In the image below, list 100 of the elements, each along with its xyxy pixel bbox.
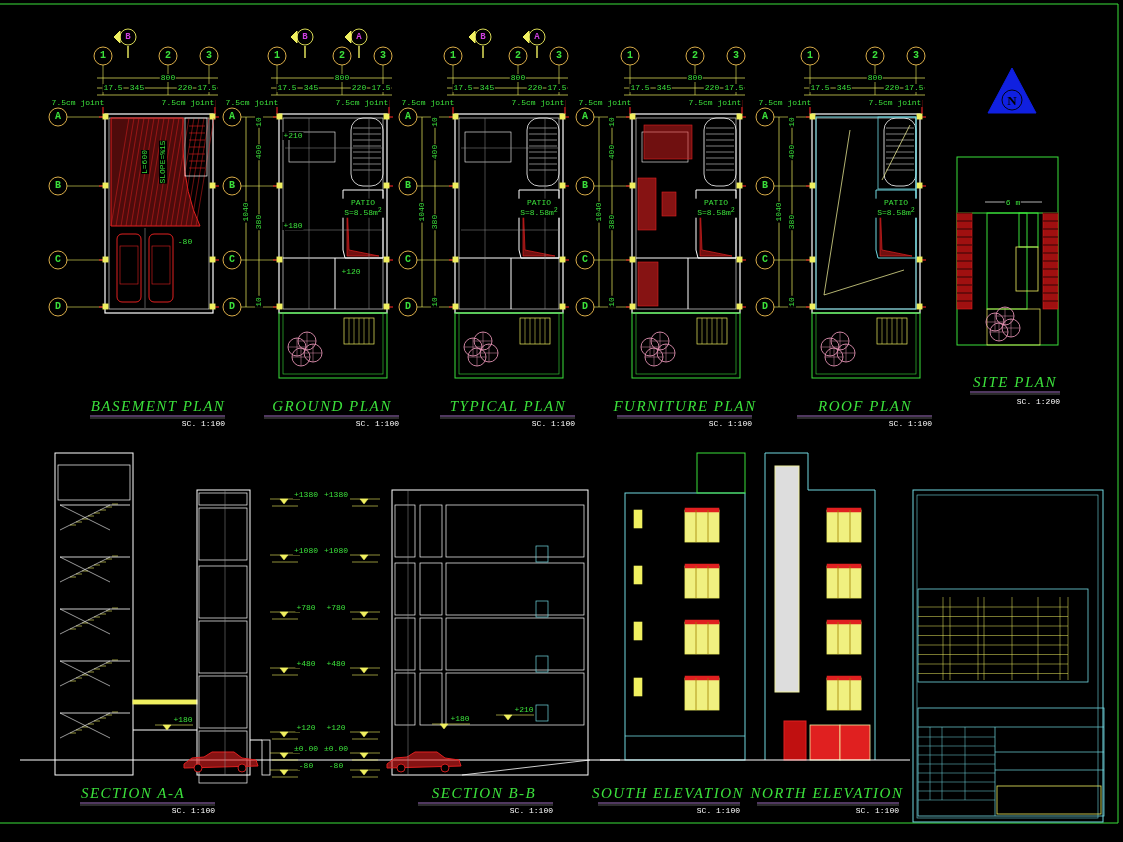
level-mark-text: +120	[295, 724, 317, 732]
view-title: ROOF PLAN	[818, 399, 912, 414]
grid-bubble-label: 2	[515, 51, 521, 61]
grid-bubble-label: 3	[733, 51, 739, 61]
room-label: +210	[282, 132, 304, 140]
level-mark-text: ±0.00	[323, 745, 349, 753]
dimension-text: 7.5cm joint	[400, 99, 456, 107]
view-title: NORTH ELEVATION	[750, 786, 904, 801]
grid-bubble-label: C	[762, 255, 768, 265]
dimension-text: 7.5cm joint	[224, 99, 280, 107]
grid-bubble-label: D	[229, 302, 235, 312]
grid-bubble-label: 2	[692, 51, 698, 61]
dimension-text: 17.5	[276, 84, 298, 92]
dimension-text: 345	[128, 84, 146, 92]
level-mark-text: +480	[325, 660, 347, 668]
dimension-text: 220	[526, 84, 544, 92]
grid-bubble-label: 2	[165, 51, 171, 61]
grid-bubble-label: 2	[872, 51, 878, 61]
dimension-text: 10	[788, 116, 796, 128]
level-mark-text: +1380	[323, 491, 349, 499]
view-title: SOUTH ELEVATION	[591, 786, 745, 801]
dimension-text: 7.5cm joint	[757, 99, 813, 107]
room-label: +120	[340, 268, 362, 276]
dimension-text: 400	[431, 143, 439, 161]
dimension-text: 380	[255, 213, 263, 231]
grid-bubble-label: A	[55, 112, 61, 122]
dimension-text: 7.5cm joint	[577, 99, 633, 107]
dimension-text: 7.5cm joint	[687, 99, 743, 107]
view-title: GROUND PLAN	[272, 399, 392, 414]
grid-bubble-label: 3	[556, 51, 562, 61]
dimension-text: 17.5	[546, 84, 568, 92]
dimension-text: 10	[608, 116, 616, 128]
dimension-text: 220	[703, 84, 721, 92]
level-mark-text: +780	[325, 604, 347, 612]
view-title: SECTION B-B	[431, 786, 537, 801]
section-marker-label: A	[534, 32, 540, 42]
dimension-text: 345	[302, 84, 320, 92]
dimension-text: 1040	[418, 201, 426, 223]
section-marker-label: B	[125, 32, 131, 42]
dimension-text: 17.5	[370, 84, 392, 92]
section-marker-label: B	[302, 32, 308, 42]
level-mark-text: +180	[449, 715, 471, 723]
grid-bubble-label: 1	[100, 51, 106, 61]
scale-text: SC. 1:100	[171, 807, 215, 815]
view-title: SITE PLAN	[973, 375, 1057, 390]
dimension-text: 400	[608, 143, 616, 161]
dimension-text: 380	[608, 213, 616, 231]
scale-text: SC. 1:100	[509, 807, 553, 815]
grid-bubble-label: C	[229, 255, 235, 265]
dimension-text: 7.5cm joint	[867, 99, 923, 107]
room-label: PATIO S=8.58m$^{2}$	[340, 198, 386, 218]
grid-bubble-label: D	[762, 302, 768, 312]
level-mark-text: -80	[327, 762, 345, 770]
dimension-text: 800	[333, 74, 351, 82]
dimension-text: 10	[255, 116, 263, 128]
dimension-text: 7.5cm joint	[334, 99, 390, 107]
dimension-text: 7.5cm joint	[510, 99, 566, 107]
scale-text: SC. 1:100	[708, 420, 752, 428]
dimension-text: 400	[788, 143, 796, 161]
level-mark-text: +1080	[293, 547, 319, 555]
grid-bubble-label: C	[405, 255, 411, 265]
dimension-text: 1040	[775, 201, 783, 223]
room-label: L=600	[141, 150, 149, 174]
dimension-text: 10	[431, 296, 439, 308]
dimension-text: 17.5	[452, 84, 474, 92]
scale-text: SC. 1:100	[531, 420, 575, 428]
level-mark-text: +210	[513, 706, 535, 714]
grid-bubble-label: 3	[206, 51, 212, 61]
level-mark-text: -80	[297, 762, 315, 770]
view-title: BASEMENT PLAN	[90, 399, 226, 414]
grid-bubble-label: D	[582, 302, 588, 312]
dimension-text: 10	[255, 296, 263, 308]
dimension-text: 17.5	[102, 84, 124, 92]
scale-text: SC. 1:200	[1016, 398, 1060, 406]
level-mark-text: +1380	[293, 491, 319, 499]
level-mark-text: +1080	[323, 547, 349, 555]
dimension-text: 10	[431, 116, 439, 128]
room-label: PATIO S=8.58m$^{2}$	[873, 198, 919, 218]
dimension-text: 17.5	[196, 84, 218, 92]
grid-bubble-label: A	[582, 112, 588, 122]
scale-text: SC. 1:100	[181, 420, 225, 428]
dimension-text: 1040	[595, 201, 603, 223]
dimension-text: 220	[176, 84, 194, 92]
dimension-text: 400	[255, 143, 263, 161]
grid-bubble-label: 3	[913, 51, 919, 61]
dimension-text: 220	[883, 84, 901, 92]
dimension-text: 220	[350, 84, 368, 92]
dimension-text: 800	[686, 74, 704, 82]
room-label: PATIO S=8.58m$^{2}$	[516, 198, 562, 218]
grid-bubble-label: 1	[274, 51, 280, 61]
grid-bubble-label: B	[229, 181, 235, 191]
dimension-text: 800	[159, 74, 177, 82]
dimension-text: 345	[655, 84, 673, 92]
section-marker-label: B	[480, 32, 486, 42]
dimension-text: 800	[509, 74, 527, 82]
grid-bubble-label: B	[405, 181, 411, 191]
level-mark-text: +180	[172, 716, 194, 724]
level-mark-text: +480	[295, 660, 317, 668]
grid-bubble-label: A	[229, 112, 235, 122]
dimension-text: 10	[608, 296, 616, 308]
